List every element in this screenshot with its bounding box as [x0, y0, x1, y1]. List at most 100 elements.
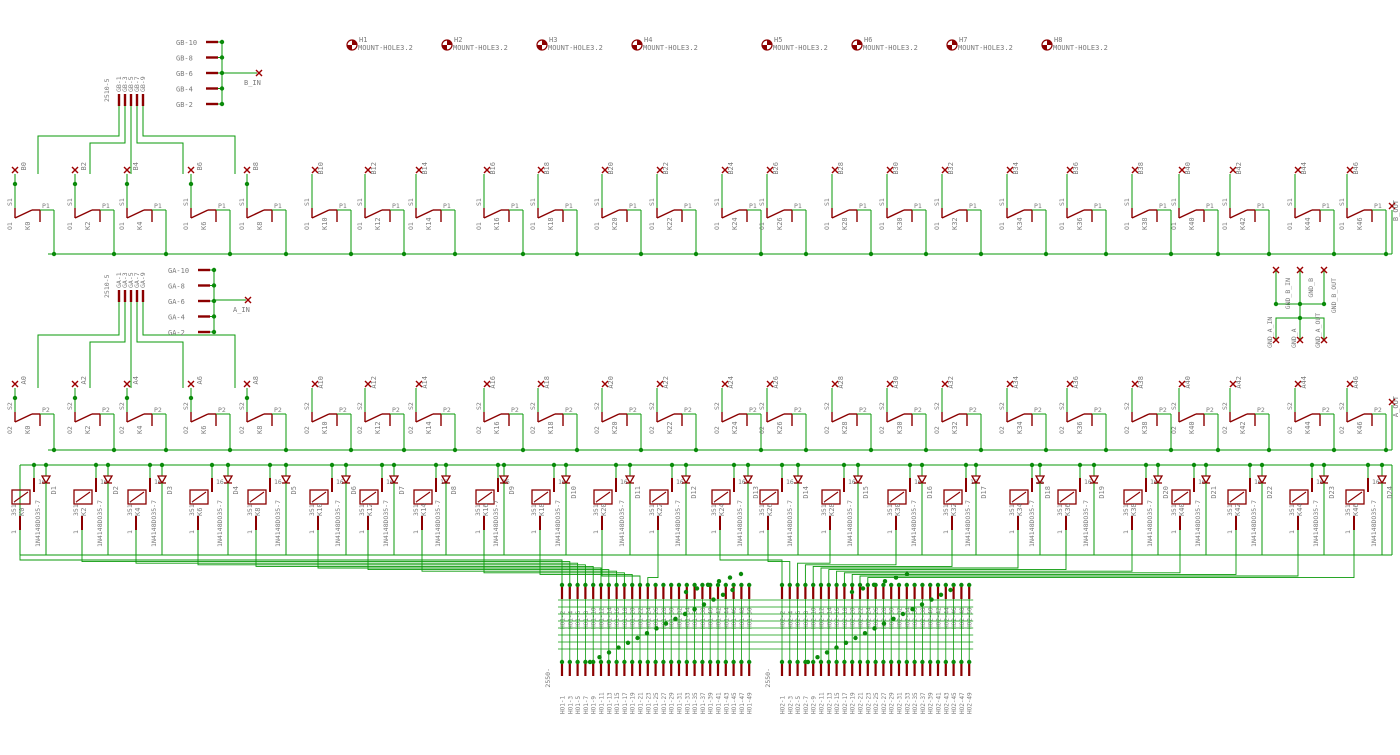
a-contact-k32	[941, 388, 982, 450]
ho2-diagonal-junction	[834, 645, 839, 650]
a-contact-p-label: P2	[218, 406, 226, 414]
b-contact-p-label: P1	[565, 202, 573, 210]
ho2-top-junction	[896, 582, 902, 588]
ho1-stair-junction	[738, 571, 744, 577]
diode-top-junction	[855, 462, 861, 468]
coil-ref-label: K16	[482, 503, 490, 516]
coil-pin-16-label: 16	[1150, 478, 1158, 486]
ho2-top-junction	[951, 582, 956, 588]
b-nc-b6	[187, 166, 195, 174]
b-contact-p-label: P1	[1206, 202, 1214, 210]
ho1-top-pin	[623, 587, 626, 599]
coil-ref-label: K12	[366, 503, 374, 516]
ga-pin-7	[135, 290, 139, 302]
mount-hole-h6	[851, 39, 863, 51]
b-nc-b40	[1178, 166, 1186, 174]
a-contact-k12	[364, 388, 405, 450]
coil-top-junction	[551, 462, 557, 468]
gb-net-label: B_IN	[244, 79, 261, 87]
ho1-bottom-pin	[654, 664, 657, 676]
coil-top-junction	[495, 462, 501, 468]
ho1-bottom-pin	[740, 664, 743, 676]
gnd-junction	[1297, 301, 1303, 307]
ho1-bottom-pin-label: HO1-49	[747, 692, 754, 714]
a-nc-a14	[415, 380, 423, 388]
coil-part-label: 351-	[308, 500, 316, 516]
coil-k26	[759, 465, 783, 555]
ho1-top-pin	[709, 587, 712, 599]
ho2-bottom-pin	[921, 664, 924, 676]
b-net-label: B46	[1352, 162, 1360, 175]
a-nc-a22	[656, 380, 664, 388]
a-relay-label: K44	[1304, 421, 1312, 434]
coil-pin-16-label: 16	[1316, 478, 1324, 486]
ho2-top-pin	[929, 587, 932, 599]
ho1-bottom-pin	[701, 664, 704, 676]
coil-top-junction	[613, 462, 619, 468]
b-contact-p-label: P1	[859, 202, 867, 210]
diode-part-label: 1N4148DO35-7	[1146, 500, 1154, 547]
diode-part-label: 1N4148DO35-7	[1082, 500, 1090, 547]
a-contact-o-label: O2	[356, 426, 364, 434]
b-nc-b26	[766, 166, 774, 174]
a-bus-junction	[978, 447, 984, 453]
ho2-bottom-pin	[851, 664, 854, 676]
gb-pin3-wire	[89, 106, 126, 174]
ho1-diagonal-junction	[616, 645, 621, 650]
coil-part-label: 351-	[126, 500, 134, 516]
b-contact-o-label: O1	[1123, 222, 1131, 230]
diode-ref-label: D21	[1210, 486, 1218, 499]
a-net-label: A32	[947, 376, 955, 389]
b-net-junction	[188, 181, 194, 187]
b-contact-s-label: S1	[1058, 198, 1066, 206]
b-contact-o-label: O1	[1170, 222, 1178, 230]
ho1-bottom-pin	[748, 664, 751, 676]
a-contact-p-label: P2	[274, 406, 282, 414]
gb-pin-label: GB-3	[121, 76, 129, 92]
ho1-bottom-pin-label: HO1-3	[567, 696, 574, 714]
ho1-diagonal-junction	[597, 655, 602, 660]
coil-pin-1-label: 1	[474, 530, 482, 534]
coil-top-junction	[147, 462, 153, 468]
ho1-top-pin	[607, 587, 610, 599]
a-relay-label: K46	[1356, 421, 1364, 434]
ho2-top-junction	[834, 582, 839, 588]
ho2-top-pin	[804, 587, 807, 599]
ho2-bottom-pin	[929, 664, 932, 676]
b-contact-p-label: P1	[443, 202, 451, 210]
ho1-top-pin-label: HO1-32	[677, 607, 684, 629]
ho1-top-pin	[670, 587, 673, 599]
a-bus-junction	[638, 447, 644, 453]
diode-ref-label: D6	[350, 486, 358, 494]
a-relay-label: K28	[841, 421, 849, 434]
b-bus-junction	[1168, 251, 1174, 257]
coil-k12	[359, 465, 383, 555]
a-nc-a24	[721, 380, 729, 388]
b-relay-label: K4	[136, 222, 144, 230]
ho2-top-pin-label: HO2-16	[834, 607, 841, 629]
coil-part-label: 351-	[530, 500, 538, 516]
a-relay-label: K40	[1188, 421, 1196, 434]
b-nc-b22	[656, 166, 664, 174]
coil-pin-1-label: 1	[188, 530, 196, 534]
ho2-bottom-pin-label: HO2-35	[912, 692, 919, 714]
b-nc-b14	[415, 166, 423, 174]
ho2-top-pin-label: HO2-38	[920, 607, 927, 629]
b-contact-k4	[126, 174, 167, 254]
ho2-top-pin	[905, 587, 908, 599]
a-contact-k16	[483, 388, 524, 450]
coil-ref-label: K2	[80, 508, 88, 516]
gb-pin-3	[123, 94, 127, 106]
mount-hole-value: MOUNT-HOLE3.2	[453, 44, 508, 52]
a-contact-o-label: O2	[1123, 426, 1131, 434]
b-net-label: B4	[132, 162, 140, 170]
ho1-top-pin-label: HO1-42	[716, 607, 723, 629]
diode-top-junction	[1091, 462, 1097, 468]
coil-top-junction	[329, 462, 335, 468]
a-contact-p-label: P2	[1322, 406, 1330, 414]
ho2-top-pin	[968, 587, 971, 599]
ho2-top-junction	[865, 582, 870, 588]
b-relay-label: K46	[1356, 217, 1364, 230]
b-contact-p-label: P1	[1374, 202, 1382, 210]
ho1-top-junction	[583, 582, 588, 588]
